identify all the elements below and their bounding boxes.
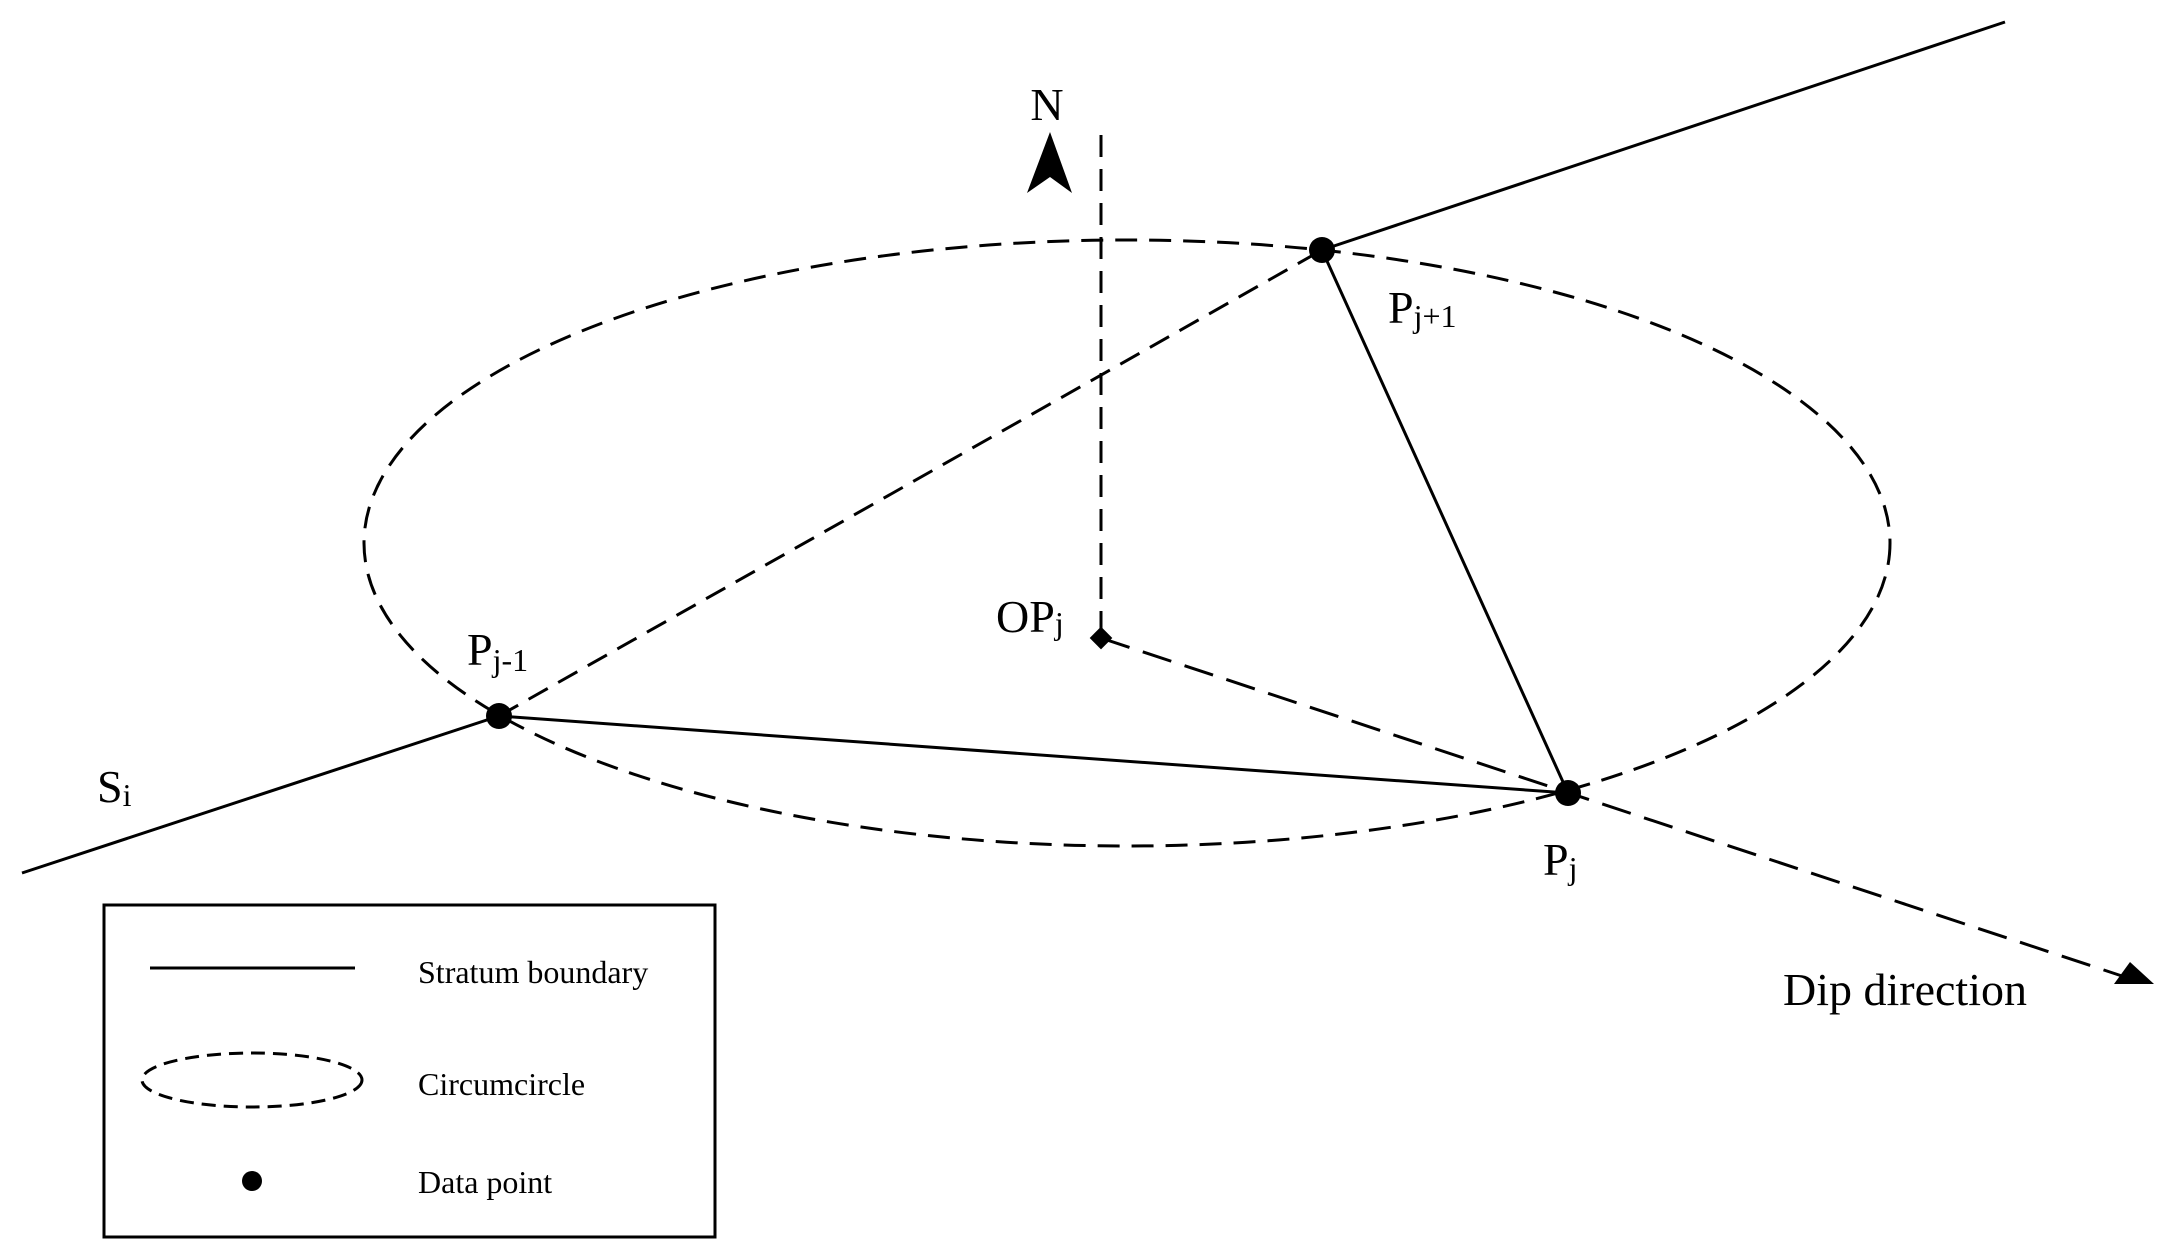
center-marker xyxy=(1089,626,1113,650)
north-label: N xyxy=(1030,79,1063,130)
legend: Stratum boundary Circumcircle Data point xyxy=(102,903,717,1239)
dashed-chord xyxy=(498,248,1323,718)
legend-datapoint-label: Data point xyxy=(418,1164,552,1200)
dip-arrowhead xyxy=(2114,962,2154,984)
stratum-label: Si xyxy=(97,761,132,813)
data-point-prev xyxy=(486,703,512,729)
point-label-next: Pj+1 xyxy=(1388,282,1457,334)
legend-circumcircle-symbol xyxy=(140,1051,364,1109)
stratum-boundary-line xyxy=(21,20,2006,875)
circumcircle xyxy=(362,238,1892,848)
legend-stratum-label: Stratum boundary xyxy=(418,954,648,990)
data-point-next xyxy=(1309,237,1335,263)
data-point-curr xyxy=(1555,780,1581,806)
dip-direction-line xyxy=(1100,636,2126,979)
center-label: OPj xyxy=(996,591,1064,642)
dip-direction-label: Dip direction xyxy=(1783,964,2027,1015)
north-arrow-icon xyxy=(1027,132,1072,193)
legend-frame xyxy=(102,903,717,1239)
point-label-curr: Pj xyxy=(1543,834,1577,886)
legend-datapoint-symbol xyxy=(242,1171,262,1191)
legend-circumcircle-label: Circumcircle xyxy=(418,1066,585,1102)
point-label-prev: Pj-1 xyxy=(467,624,528,678)
